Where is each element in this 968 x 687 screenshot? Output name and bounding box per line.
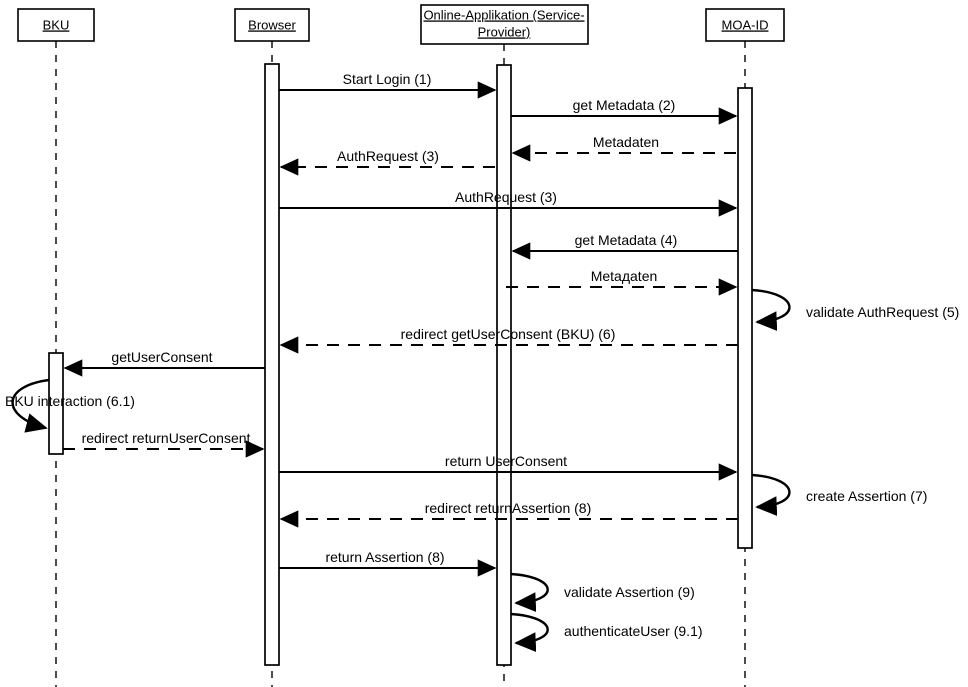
message-redirect-returnassertion: redirect returnAssertion (8) bbox=[279, 500, 738, 528]
message-metadaten-1: Metadaten bbox=[511, 134, 736, 162]
message-getuserconsent: getUserConsent bbox=[63, 349, 265, 377]
message-label: authenticateUser (9.1) bbox=[564, 623, 703, 639]
message-validate-authrequest-self: validate AuthRequest (5) bbox=[751, 288, 959, 331]
participant-label: Browser bbox=[248, 17, 296, 32]
self-message-arc bbox=[751, 288, 791, 331]
participant-browser[interactable]: Browser bbox=[234, 8, 310, 42]
participant-box[interactable] bbox=[705, 8, 785, 42]
participant-moa-id[interactable]: MOA-ID bbox=[705, 8, 785, 42]
message-label: return Assertion (8) bbox=[325, 549, 444, 565]
message-label: create Assertion (7) bbox=[806, 488, 927, 504]
participant-box[interactable] bbox=[234, 8, 310, 42]
message-label: BKU interaction (6.1) bbox=[5, 393, 135, 409]
self-message-arc bbox=[751, 473, 791, 516]
messages-group: Start Login (1) get Metadata (2) Metadat… bbox=[5, 71, 959, 652]
message-label: AuthRequest (3) bbox=[337, 148, 439, 164]
self-message-arc bbox=[510, 612, 549, 652]
message-label: get Metadata (2) bbox=[573, 97, 676, 113]
participant-label-line1: Online-Applikation (Service- bbox=[423, 7, 584, 22]
message-label: redirect returnAssertion (8) bbox=[425, 500, 592, 516]
message-get-metadata-4: get Metadata (4) bbox=[511, 232, 738, 260]
activation-bars-group bbox=[48, 63, 753, 666]
message-label: getUserConsent bbox=[111, 349, 212, 365]
message-label: Metadaten bbox=[593, 134, 659, 150]
message-label: Start Login (1) bbox=[343, 71, 432, 87]
activation-bar-bku bbox=[48, 352, 64, 455]
message-label: redirect returnUserConsent bbox=[82, 430, 251, 446]
participant-label: MOA-ID bbox=[722, 17, 769, 32]
activation-bar-browser bbox=[264, 63, 280, 666]
message-label: return UserConsent bbox=[445, 453, 567, 469]
message-metadaten-2: Metaдaten bbox=[506, 268, 738, 296]
participant-box[interactable] bbox=[420, 4, 589, 45]
message-label: validate AuthRequest (5) bbox=[806, 304, 959, 320]
participant-headers-group: BKU Browser Online-Applikation (Service-… bbox=[17, 4, 785, 45]
message-redirect-getuserconsent: redirect getUserConsent (BKU) (6) bbox=[279, 326, 738, 354]
participant-label: BKU bbox=[43, 17, 70, 32]
participant-online-applikation[interactable]: Online-Applikation (Service- Provider) bbox=[420, 4, 589, 45]
self-message-arc bbox=[510, 572, 549, 612]
activation-bar-oa bbox=[496, 64, 512, 666]
message-bku-interaction-self: BKU interaction (6.1) bbox=[5, 378, 135, 433]
message-label: redirect getUserConsent (BKU) (6) bbox=[401, 326, 616, 342]
message-label: Metaдaten bbox=[591, 268, 658, 284]
activation-bar-moaid bbox=[737, 87, 753, 549]
message-return-userconsent: return UserConsent bbox=[279, 453, 738, 481]
message-authenticateuser-self: authenticateUser (9.1) bbox=[510, 612, 703, 652]
participant-box[interactable] bbox=[17, 8, 95, 42]
participant-label-line2: Provider) bbox=[478, 24, 531, 39]
participant-bku[interactable]: BKU bbox=[17, 8, 95, 42]
self-message-arc bbox=[11, 378, 50, 433]
message-get-metadata-2: get Metadata (2) bbox=[511, 97, 738, 125]
message-return-assertion: return Assertion (8) bbox=[279, 549, 497, 577]
message-validate-assertion-self: validate Assertion (9) bbox=[510, 572, 695, 612]
message-start-login: Start Login (1) bbox=[279, 71, 497, 99]
message-label: get Metadata (4) bbox=[575, 232, 678, 248]
message-authrequest-3-dashed: AuthRequest (3) bbox=[279, 148, 495, 176]
message-label: AuthRequest (3) bbox=[455, 189, 557, 205]
message-label: validate Assertion (9) bbox=[564, 584, 695, 600]
message-redirect-returnuserconsent: redirect returnUserConsent bbox=[63, 430, 265, 458]
message-create-assertion-self: create Assertion (7) bbox=[751, 473, 927, 516]
message-authrequest-3-solid: AuthRequest (3) bbox=[279, 189, 738, 217]
